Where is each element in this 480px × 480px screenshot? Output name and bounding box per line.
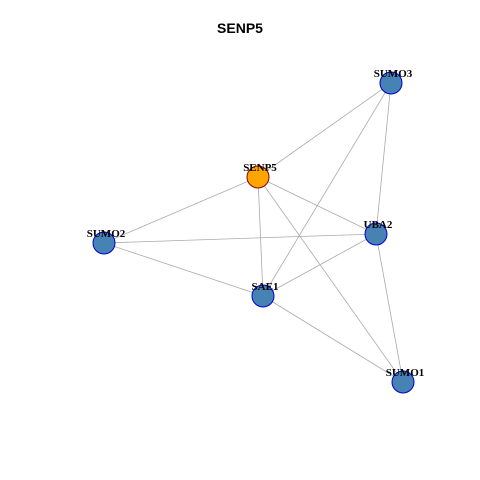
edge-sumo2-sae1: [103, 242, 264, 297]
node-label-sae1: SAE1: [252, 281, 279, 293]
edge-sumo3-uba2: [375, 82, 392, 235]
edge-senp5-uba2: [257, 176, 377, 235]
node-label-uba2: UBA2: [364, 219, 393, 231]
edge-uba2-sae1: [262, 233, 377, 297]
page-title: SENP5: [217, 20, 263, 36]
node-uba2: [364, 222, 388, 246]
node-sumo2: [92, 231, 116, 255]
node-sumo1: [391, 370, 415, 394]
node-sae1: [251, 284, 275, 308]
node-label-senp5: SENP5: [243, 162, 277, 174]
node-label-sumo2: SUMO2: [87, 228, 126, 240]
edge-senp5-sumo2: [103, 176, 259, 244]
edge-sumo3-sae1: [262, 82, 392, 297]
edge-sumo2-uba2: [103, 233, 377, 244]
node-label-sumo1: SUMO1: [386, 367, 425, 379]
nodes-layer: [92, 71, 415, 394]
edge-uba2-sumo1: [375, 233, 404, 383]
node-label-sumo3: SUMO3: [374, 68, 413, 80]
edge-sumo3-senp5: [257, 82, 392, 178]
node-sumo3: [379, 71, 403, 95]
node-senp5: [246, 165, 270, 189]
edge-senp5-sae1: [257, 176, 264, 297]
edge-sae1-sumo1: [262, 295, 404, 383]
edge-senp5-sumo1: [257, 176, 404, 383]
edges-layer: [103, 82, 404, 383]
